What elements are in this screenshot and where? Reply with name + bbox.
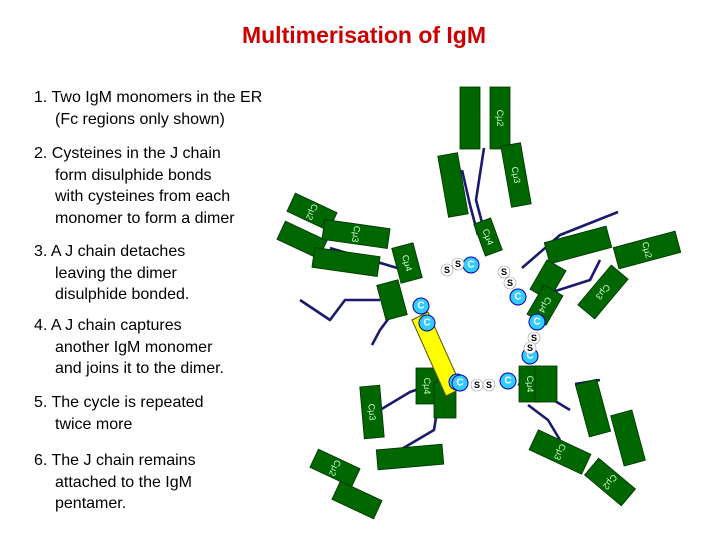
cysteine-9: C <box>499 372 517 390</box>
monomer-5-ch3-a: Cμ3 <box>528 429 592 475</box>
step-3-detail-2: disulphide bonded. <box>55 286 190 303</box>
monomer-2-ch4-b <box>376 279 408 321</box>
step-6-detail-1: attached to the IgM <box>55 473 192 491</box>
sulfur-2: S <box>451 257 465 271</box>
monomer-5-ch2-b <box>610 409 646 467</box>
monomer-1-ch4-b: Cμ4 <box>473 217 503 257</box>
svg-text:C: C <box>514 292 521 303</box>
step-2-detail-3: monomer to form a dimer <box>55 209 235 227</box>
step-6: 6. The J chain remains attached to the I… <box>34 450 304 515</box>
monomer-5-ch4-b <box>534 365 558 403</box>
svg-text:S: S <box>444 265 450 275</box>
cysteine-1: C <box>412 297 430 315</box>
svg-text:C: C <box>423 318 430 329</box>
svg-text:C: C <box>526 351 533 362</box>
svg-text:S: S <box>486 380 492 390</box>
cysteine-2: C <box>418 314 436 332</box>
step-2-detail-1: form disulphide bonds <box>55 166 212 184</box>
svg-text:C: C <box>467 260 474 271</box>
svg-text:C: C <box>417 301 424 312</box>
sulfur-5: S <box>527 331 541 345</box>
sulfur-3: S <box>497 265 511 279</box>
monomer-3-ch2-a <box>543 225 613 265</box>
svg-text:S: S <box>527 343 533 353</box>
page-title: Multimerisation of IgM <box>241 22 487 48</box>
step-2-detail-2: with cysteines from each <box>55 188 231 205</box>
monomer-3-ch2-b: Cμ2 <box>612 230 682 270</box>
step-3-text: 3. A J chain detaches <box>34 243 186 260</box>
step-1-detail: (Fc regions only shown) <box>55 110 225 128</box>
monomer-1-ch2-b-label: Cμ2 <box>495 110 505 127</box>
svg-text:S: S <box>531 333 537 343</box>
sulfur-1: S <box>440 263 454 277</box>
svg-text:S: S <box>474 380 480 390</box>
step-4-text: 4. A J chain captures <box>34 317 182 334</box>
svg-text:S: S <box>501 267 507 277</box>
sulfur-8: S <box>482 378 496 392</box>
monomer-2-ch3-a: Cμ3 <box>321 219 391 249</box>
svg-text:S: S <box>507 278 513 288</box>
step-4: 4. A J chain captures another IgM monome… <box>34 315 304 380</box>
monomer-5-ch2-a: Cμ2 <box>583 457 637 507</box>
svg-text:S: S <box>455 259 461 269</box>
monomer-2-ch3-a-label: Cμ3 <box>350 225 362 243</box>
monomer-4-ch4-a-label: Cμ4 <box>422 378 432 395</box>
svg-text:C: C <box>456 378 463 389</box>
monomer-5-ch4-a-label: Cμ4 <box>525 376 535 393</box>
step-3-detail-1: leaving the dimer <box>55 264 177 282</box>
cysteine-6: C <box>528 313 546 331</box>
sulfur-6: S <box>523 341 537 355</box>
monomer-2-ch3-b <box>311 247 381 277</box>
monomer-1-ch3-a <box>437 152 469 218</box>
link-top-1 <box>474 147 486 231</box>
link-bottom-4 <box>527 403 562 441</box>
step-3: 3. A J chain detaches leaving the dimer … <box>34 241 304 306</box>
monomer-3-ch3-b: Cμ3 <box>577 264 629 320</box>
step-2: 2. Cysteines in the J chain form disulph… <box>34 143 304 229</box>
monomer-3-ch2-b-label: Cμ2 <box>640 241 654 260</box>
monomer-1-ch3-b-label: Cμ3 <box>510 166 523 184</box>
step-6-detail-2: pentamer. <box>55 495 127 512</box>
monomer-4-ch2-a: Cμ2 <box>309 448 361 488</box>
step-5: 5. The cycle is repeated twice more <box>34 392 304 435</box>
cysteine-4: C <box>462 256 480 274</box>
monomer-1-ch2-b: Cμ2 <box>489 86 511 150</box>
step-6-text: 6. The J chain remains <box>34 452 196 469</box>
svg-text:C: C <box>533 317 540 328</box>
step-2-text: 2. Cysteines in the J chain <box>34 145 221 162</box>
cysteine-8: C <box>451 374 469 392</box>
monomer-2-ch4-a-label: Cμ4 <box>400 254 414 273</box>
monomer-1-ch3-b: Cμ3 <box>500 142 532 208</box>
monomer-4-ch3-a: Cμ3 <box>359 384 385 440</box>
monomer-2-ch4-a: Cμ4 <box>391 242 423 284</box>
step-1: 1. Two IgM monomers in the ER (Fc region… <box>34 87 304 130</box>
sulfur-7: S <box>470 378 484 392</box>
svg-text:C: C <box>504 376 511 387</box>
monomer-5-ch3-b <box>574 378 612 438</box>
domains-layer: Cμ2Cμ3Cμ4Cμ2Cμ3Cμ4Cμ2Cμ3Cμ4Cμ2Cμ3Cμ4Cμ3C… <box>276 86 682 520</box>
link-right-1 <box>521 210 619 269</box>
step-5-detail: twice more <box>55 415 133 433</box>
step-5-text: 5. The cycle is repeated <box>34 394 204 411</box>
monomer-1-ch2-a <box>459 86 481 150</box>
step-4-detail-1: another IgM monomer <box>55 338 213 356</box>
link-left-1 <box>299 298 380 322</box>
step-4-detail-2: and joins it to the dimer. <box>55 360 224 377</box>
monomer-4-ch2-b <box>331 480 383 520</box>
sulfur-4: S <box>503 276 517 290</box>
cysteines-layer: CCCCCCCCCSSSSSSSS <box>412 256 546 392</box>
link-bottom-2 <box>399 404 440 452</box>
link-right-2 <box>539 259 602 298</box>
cysteine-5: C <box>509 288 527 306</box>
step-1-text: 1. Two IgM monomers in the ER <box>34 89 263 106</box>
monomer-4-ch3-b <box>375 443 445 471</box>
monomer-4-ch3-a-label: Cμ3 <box>366 403 377 421</box>
